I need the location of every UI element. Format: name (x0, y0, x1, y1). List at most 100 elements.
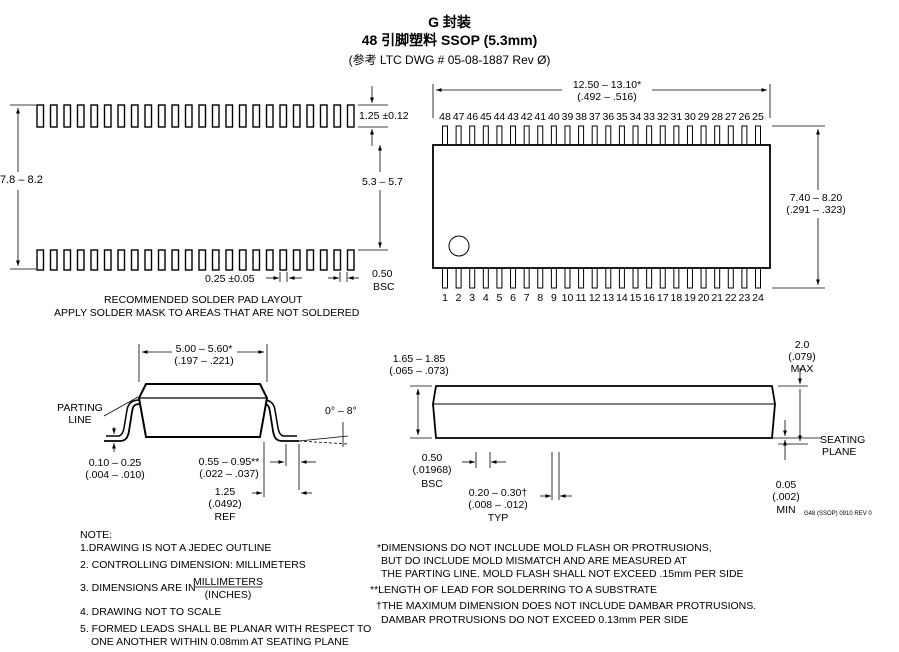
front-view-body (432, 385, 776, 439)
body-height-mm: 1.65 – 1.85 (392, 353, 446, 365)
solder-pad (144, 104, 153, 128)
standoff-mm: 0.05 (775, 479, 797, 491)
pin-number: 47 (452, 111, 465, 123)
solder-pad (103, 104, 112, 128)
lead (673, 267, 680, 289)
pin-number: 43 (507, 111, 519, 123)
body-length-in: (.492 – .516) (577, 91, 637, 103)
lead (496, 125, 503, 146)
side-body-width-in: (.197 – .221) (174, 355, 234, 367)
solder-pad (265, 104, 274, 128)
solder-pad (319, 249, 328, 271)
pin-number: 17 (656, 292, 669, 304)
package-subtitle: 48 引脚塑料 SSOP (5.3mm) (361, 32, 538, 48)
lead (618, 125, 625, 146)
note-4: 4. DRAWING NOT TO SCALE (80, 606, 222, 618)
pin-number: 31 (670, 111, 683, 123)
pad-gap: 5.3 – 5.7 (362, 176, 403, 188)
lead-width-typ: TYP (487, 512, 509, 524)
lead (700, 267, 707, 289)
pin-number: 5 (496, 292, 503, 304)
standoff-in: (.002) (772, 491, 800, 503)
lead (564, 125, 571, 146)
lead (646, 267, 653, 289)
solder-pad (171, 104, 180, 128)
solder-pad (333, 249, 342, 271)
solder-pad (238, 249, 247, 271)
lead (537, 125, 544, 146)
lead-thickness-mm: 0.10 – 0.25 (88, 457, 142, 469)
note-5-line-2: ONE ANOTHER WITHIN 0.08mm AT SEATING PLA… (91, 636, 349, 648)
lead (605, 267, 612, 289)
pin-number: 22 (724, 292, 737, 304)
pin-number: 7 (523, 292, 530, 304)
foot-length-mm: 0.55 – 0.95** (198, 456, 260, 468)
top-view-leads-upper (442, 125, 761, 146)
body-length-mm: 12.50 – 13.10* (572, 79, 642, 91)
pin-number: 18 (670, 292, 683, 304)
solder-pad (157, 249, 166, 271)
solder-pad (49, 104, 58, 128)
solder-pad (198, 104, 207, 128)
pin-number: 34 (629, 111, 642, 123)
lead (741, 267, 748, 289)
lead-ref-in: (.0492) (208, 498, 242, 510)
solder-pad (184, 104, 193, 128)
footnote-1-line-3: THE PARTING LINE. MOLD FLASH SHALL NOT E… (381, 568, 744, 580)
solder-pad (306, 104, 315, 128)
side-body-width-mm: 5.00 – 5.60* (175, 343, 233, 355)
lead (605, 125, 612, 146)
pin-number: 1 (442, 292, 448, 304)
lead-ref-label: REF (214, 511, 236, 523)
pin-number: 38 (575, 111, 587, 123)
solder-pad (130, 249, 139, 271)
solder-pad (225, 104, 234, 128)
solder-pad (117, 104, 126, 128)
lead (537, 267, 544, 289)
lead-width-mm: 0.20 – 0.30† (468, 487, 528, 499)
solder-pad (225, 249, 234, 271)
pad-length: 1.25 ±0.12 (359, 110, 409, 122)
side-view (104, 383, 299, 442)
side-view-dimension-lines (103, 344, 349, 497)
package-title: G 封装 (428, 14, 471, 30)
body-height-in: (.065 – .073) (389, 365, 449, 377)
pin-number: 12 (588, 292, 601, 304)
pin-number: 10 (561, 292, 574, 304)
parting-line-label-2: LINE (68, 414, 92, 426)
lead-pitch-mm: 0.50 (421, 452, 443, 464)
overall-width-in: (.291 – .323) (786, 204, 846, 216)
pin-number: 26 (738, 111, 751, 123)
lead (496, 267, 503, 289)
lead (686, 267, 693, 289)
lead (686, 125, 693, 146)
lead (659, 125, 666, 146)
solder-pad (292, 249, 301, 271)
pad-pitch-bsc: BSC (373, 281, 395, 293)
footnote-2: **LENGTH OF LEAD FOR SOLDERRING TO A SUB… (370, 584, 658, 596)
solder-pad (211, 249, 220, 271)
lead (727, 125, 734, 146)
lead (482, 125, 489, 146)
pin-number: 23 (738, 292, 751, 304)
pin-number: 9 (550, 292, 557, 304)
pin-number: 28 (711, 111, 724, 123)
standoff-min: MIN (776, 504, 796, 516)
lead (591, 267, 598, 289)
lead (700, 125, 707, 146)
lead (578, 267, 585, 289)
solder-mask-caption: APPLY SOLDER MASK TO AREAS THAT ARE NOT … (54, 307, 360, 319)
lead (646, 125, 653, 146)
footnote-1-line-2: BUT DO INCLUDE MOLD MISMATCH AND ARE MEA… (381, 555, 687, 567)
lead-angle: 0° – 8° (325, 405, 357, 417)
lead (455, 125, 462, 146)
pin-number: 37 (588, 111, 601, 123)
max-height-in: (.079) (788, 351, 816, 363)
solder-pad (306, 249, 315, 271)
lead (714, 125, 721, 146)
lead (755, 125, 761, 146)
lead (469, 267, 476, 289)
pin-number: 13 (602, 292, 615, 304)
note-5-line-1: 5. FORMED LEADS SHALL BE PLANAR WITH RES… (80, 623, 372, 635)
solder-pad (117, 249, 126, 271)
